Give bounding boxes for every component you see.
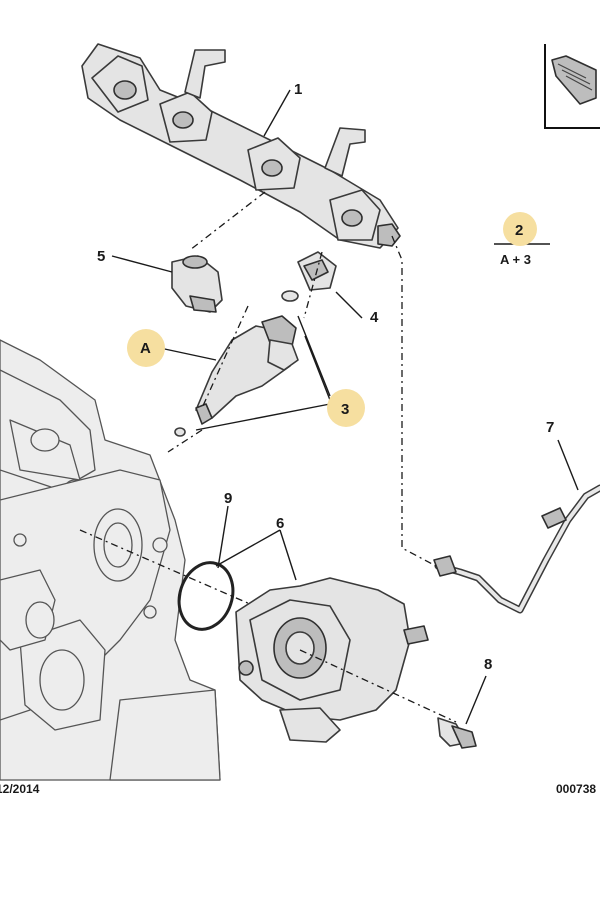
- callout-6: 6: [276, 515, 284, 532]
- callout-7: 7: [546, 419, 554, 436]
- callout-badge-3: [327, 389, 365, 427]
- callout-2: 2: [515, 222, 523, 239]
- callout-badge-2: [503, 212, 537, 246]
- injector-part: [174, 290, 299, 437]
- callout-9: 9: [224, 490, 232, 507]
- fuel-rail-part: [81, 43, 401, 249]
- leader-lines: [111, 89, 579, 725]
- detail-inset-box: [544, 44, 600, 129]
- callout-3: 3: [341, 401, 349, 418]
- callout-4: 4: [370, 309, 379, 326]
- callout-8: 8: [484, 656, 492, 673]
- footer-date: 12/2014: [0, 782, 40, 796]
- callout-A: A: [140, 340, 151, 357]
- callout-badge-A: [127, 329, 165, 367]
- assembly-axis-lines: [79, 191, 457, 723]
- bolt-part: [437, 717, 477, 749]
- callout-1: 1: [294, 81, 302, 98]
- footer-ref: 000738: [556, 782, 596, 796]
- pressure-sensor-part: [171, 255, 223, 313]
- callout-2-note: A + 3: [500, 252, 531, 267]
- high-pressure-pipe-part: [433, 484, 600, 614]
- engine-block-illustration: [0, 339, 221, 781]
- o-ring-seal-part: [177, 561, 235, 631]
- high-pressure-pump-part: [235, 577, 429, 743]
- callout-5: 5: [97, 248, 105, 265]
